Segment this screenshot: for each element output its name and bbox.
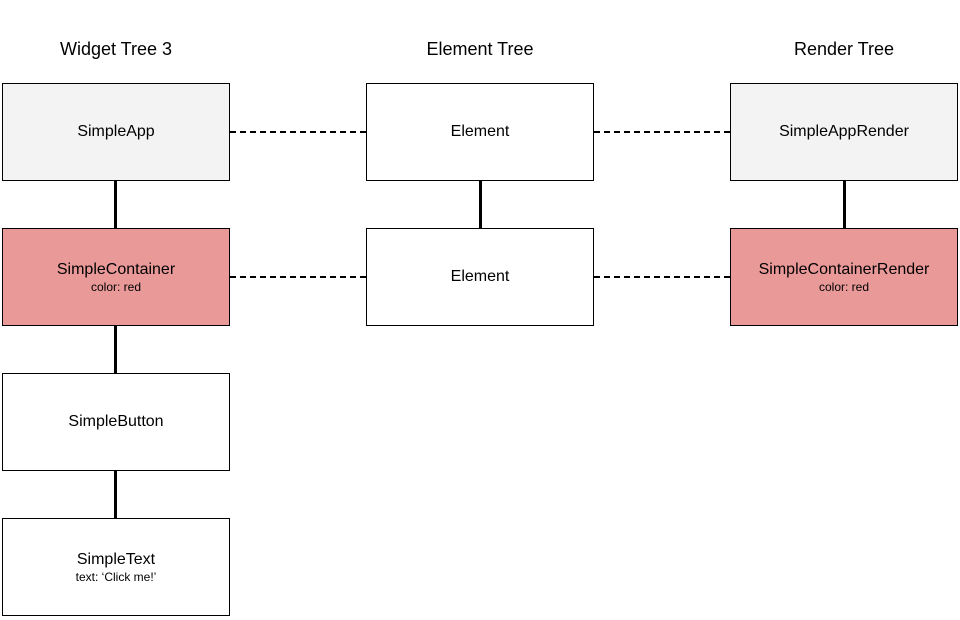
node-property: color: red [90,279,142,294]
widget-connector-button-text [114,471,117,519]
widget-node-simple-app: SimpleApp [2,83,230,181]
render-tree-title: Render Tree [793,39,895,59]
node-label: Element [450,123,510,140]
render-connector [843,181,846,229]
node-property: color: red [818,279,870,294]
node-property: text: ‘Click me!’ [75,569,157,584]
node-label: SimpleContainerRender [758,260,930,278]
element-connector [479,181,482,229]
widget-node-simple-container: SimpleContainer color: red [2,228,230,326]
widget-connector-container-button [114,326,117,374]
node-label: Element [450,268,510,285]
link-container-element [230,276,366,278]
render-node-simple-app-render: SimpleAppRender [730,83,958,181]
element-node-1: Element [366,83,594,181]
node-label: SimpleContainer [56,260,176,278]
widget-node-simple-button: SimpleButton [2,373,230,471]
render-node-simple-container-render: SimpleContainerRender color: red [730,228,958,326]
widget-tree-title: Widget Tree 3 [59,39,173,59]
node-label: SimpleButton [68,413,164,430]
element-tree-title: Element Tree [426,39,534,59]
node-label: SimpleText [76,550,156,568]
node-label: SimpleAppRender [779,123,909,140]
element-node-2: Element [366,228,594,326]
widget-node-simple-text: SimpleText text: ‘Click me!’ [2,518,230,616]
link-app-element [230,131,366,133]
link-element-render-container [594,276,730,278]
link-element-render-app [594,131,730,133]
node-label: SimpleApp [77,123,155,140]
widget-connector-app-container [114,181,117,229]
